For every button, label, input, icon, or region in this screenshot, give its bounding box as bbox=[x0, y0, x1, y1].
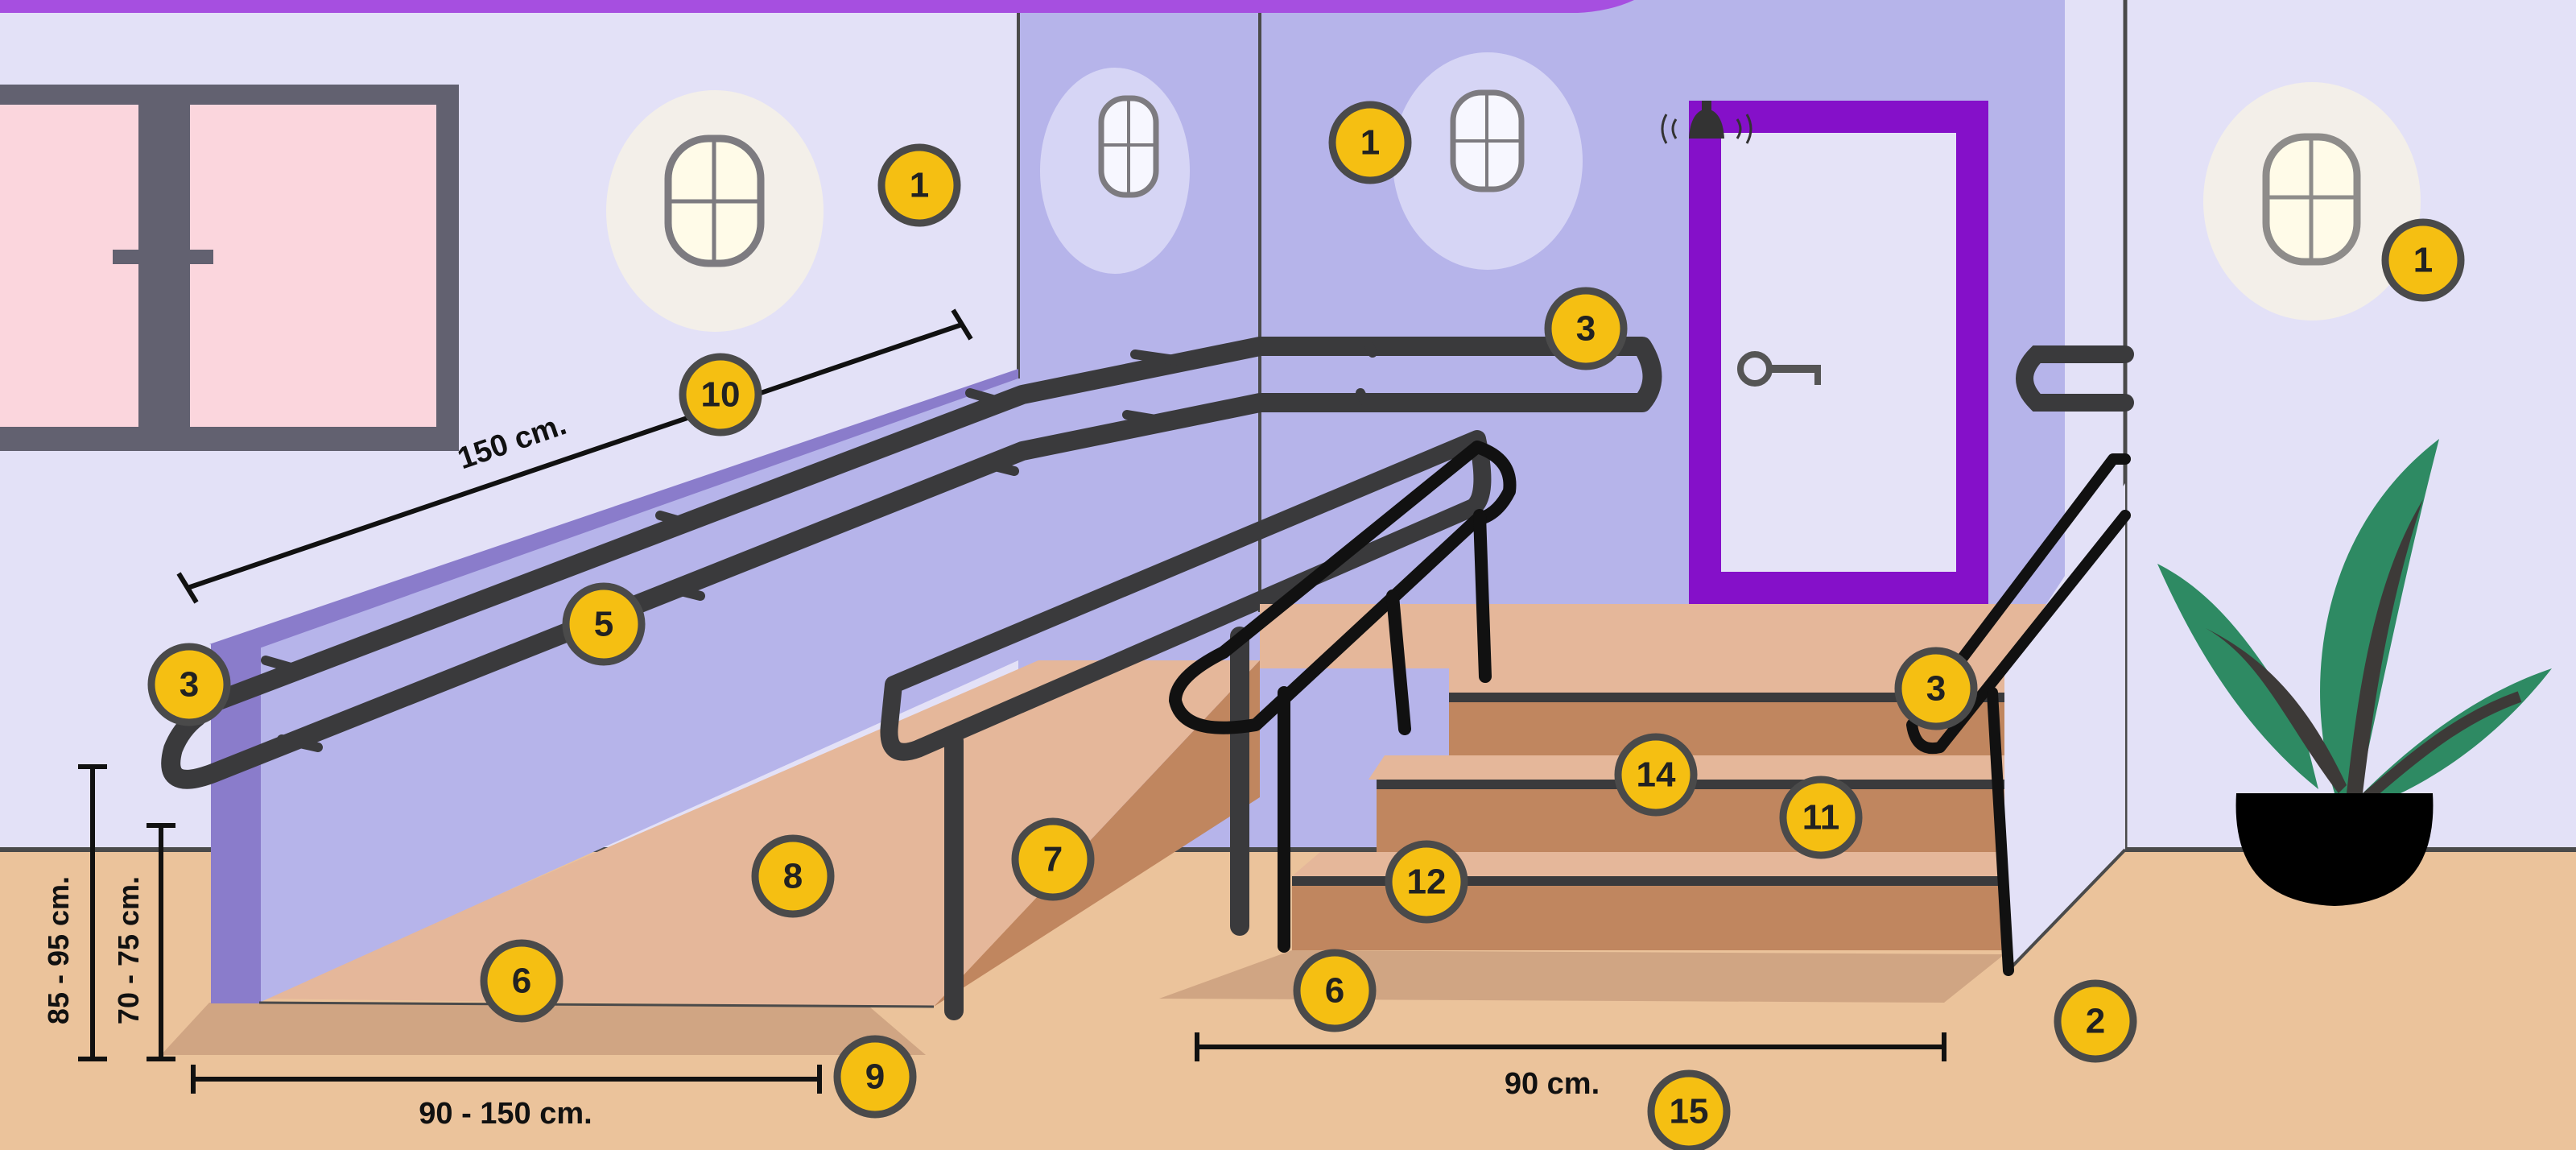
svg-text:2: 2 bbox=[2086, 1002, 2105, 1041]
svg-text:5: 5 bbox=[594, 605, 613, 644]
svg-text:3: 3 bbox=[1576, 309, 1596, 349]
badge-ramp-surface: 8 bbox=[755, 838, 831, 914]
top-banner bbox=[0, 0, 1634, 13]
badge-stair-landing: 6 bbox=[1297, 953, 1373, 1028]
badge-ramp-length: 10 bbox=[683, 357, 758, 432]
badge-stair-nosing: 12 bbox=[1389, 844, 1464, 920]
svg-text:6: 6 bbox=[1325, 971, 1344, 1011]
badge-ramp-side: 7 bbox=[1015, 821, 1091, 897]
dimension-upper-rail-height-label: 85 - 95 cm. bbox=[42, 876, 75, 1024]
dimension-lower-rail-height-label: 70 - 75 cm. bbox=[112, 876, 145, 1024]
svg-text:6: 6 bbox=[512, 962, 531, 1001]
badge-ramp-handrail-end: 3 bbox=[151, 647, 227, 722]
svg-text:7: 7 bbox=[1043, 840, 1063, 879]
badge-stair-handrail: 3 bbox=[1898, 651, 1974, 726]
badge-stair-tread: 11 bbox=[1783, 780, 1859, 855]
svg-text:14: 14 bbox=[1637, 755, 1676, 795]
svg-text:3: 3 bbox=[180, 665, 199, 705]
wall-lamp-center bbox=[1393, 52, 1583, 270]
svg-text:10: 10 bbox=[701, 375, 741, 415]
wall-lamp-small bbox=[1040, 68, 1190, 274]
dimension-stair-width-label: 90 cm. bbox=[1505, 1067, 1600, 1101]
badge-lamp-right: 1 bbox=[2385, 222, 2461, 298]
badge-stair-step: 14 bbox=[1618, 737, 1694, 813]
badge-floor: 2 bbox=[2058, 983, 2133, 1059]
entrance-door bbox=[1689, 101, 1988, 604]
badge-ramp-handrails: 5 bbox=[566, 586, 642, 662]
svg-text:3: 3 bbox=[1926, 669, 1946, 709]
svg-text:11: 11 bbox=[1802, 798, 1840, 838]
badge-ramp-landing: 6 bbox=[484, 943, 559, 1019]
badge-stair-width: 15 bbox=[1651, 1073, 1727, 1149]
badge-ramp-base: 9 bbox=[837, 1039, 913, 1115]
svg-text:1: 1 bbox=[2413, 241, 2433, 280]
svg-text:1: 1 bbox=[910, 166, 929, 205]
svg-text:8: 8 bbox=[783, 857, 803, 896]
wall-lamp-left bbox=[606, 90, 824, 332]
svg-text:15: 15 bbox=[1670, 1092, 1709, 1131]
window bbox=[0, 85, 459, 451]
stairs-floor-shadow bbox=[1159, 950, 2004, 1003]
wall-lamp-right bbox=[2203, 82, 2421, 321]
badge-lamp-left: 1 bbox=[881, 147, 957, 223]
badge-lamp-center: 1 bbox=[1332, 105, 1408, 180]
svg-text:12: 12 bbox=[1407, 862, 1447, 902]
badge-top-handrail: 3 bbox=[1548, 291, 1624, 366]
svg-text:1: 1 bbox=[1360, 123, 1380, 163]
svg-text:9: 9 bbox=[865, 1057, 885, 1097]
dimension-ramp-width-label: 90 - 150 cm. bbox=[419, 1097, 592, 1131]
